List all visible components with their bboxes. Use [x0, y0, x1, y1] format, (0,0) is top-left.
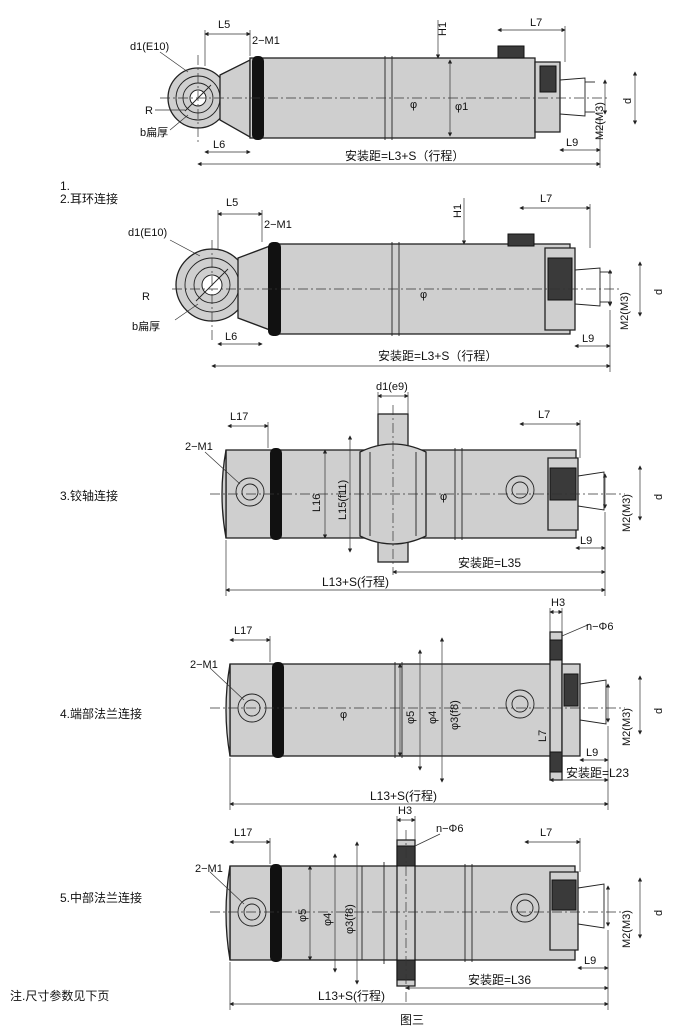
label-install: 安装距=L3+S（行程） — [378, 348, 497, 363]
label-M2: M2(M3) — [621, 708, 633, 746]
label-M2: M2(M3) — [619, 292, 631, 330]
label-total: L13+S(行程) — [318, 988, 385, 1003]
figure-1-ear-ring: L5 2−M1 H1 L7 d1(E10) R b扁厚 L6 φ φ1 L9 M… — [130, 17, 638, 168]
figure-3-trunnion: L17 2−M1 d1(e9) L7 L16 L15(f11) φ L9 M2(… — [185, 381, 665, 596]
label-H1: H1 — [452, 204, 464, 218]
label-L17: L17 — [230, 411, 248, 423]
label-M1: 2−M1 — [195, 863, 223, 875]
caption-1-line1: 1. — [60, 179, 70, 193]
label-install: 安装距=L36 — [468, 972, 531, 987]
label-phi3: φ3(f8) — [344, 904, 356, 934]
label-L7: L7 — [538, 409, 550, 421]
label-L6: L6 — [213, 139, 225, 151]
label-phi: φ — [340, 709, 347, 721]
label-L7: L7 — [537, 730, 549, 742]
label-L9: L9 — [582, 333, 594, 345]
label-L5: L5 — [218, 19, 230, 31]
label-L7: L7 — [540, 827, 552, 839]
label-d1: d1(e9) — [376, 381, 408, 393]
label-phi: φ — [420, 289, 427, 301]
label-L15: L15(f11) — [337, 480, 349, 520]
label-d1: d1(E10) — [130, 41, 169, 53]
label-R: R — [142, 291, 150, 303]
label-phi1: φ1 — [455, 101, 468, 113]
label-b: b扁厚 — [140, 126, 168, 139]
label-d: d — [653, 289, 665, 295]
label-L9: L9 — [586, 747, 598, 759]
label-n: n−Φ6 — [436, 823, 463, 835]
label-total: L13+S(行程) — [322, 574, 389, 589]
caption-1-line2: 2.耳环连接 — [60, 191, 118, 206]
caption-3: 3.铰轴连接 — [60, 488, 118, 503]
label-L9: L9 — [566, 137, 578, 149]
label-L7: L7 — [540, 193, 552, 205]
label-install: 安装距=L23 — [566, 765, 629, 780]
label-L6: L6 — [225, 331, 237, 343]
label-install: 安装距=L3+S（行程） — [345, 148, 464, 163]
label-install: 安装距=L35 — [458, 555, 521, 570]
label-M1: 2−M1 — [252, 35, 280, 47]
label-H3: H3 — [551, 597, 565, 609]
label-L17: L17 — [234, 827, 252, 839]
label-phi: φ — [410, 99, 417, 111]
label-d: d — [622, 98, 634, 104]
label-L7: L7 — [530, 17, 542, 29]
label-phi: φ — [440, 491, 447, 503]
figure-4-end-flange: L17 2−M1 H3 n−Φ6 φ φ5 φ4 φ3(f8) L7 L9 M2… — [190, 597, 665, 810]
label-M2: M2(M3) — [594, 102, 606, 140]
label-L16: L16 — [311, 494, 323, 512]
label-d1: d1(E10) — [128, 227, 167, 239]
figure-2-ear-ring: L5 2−M1 H1 L7 d1(E10) R b扁厚 L6 φ L9 M2(M… — [128, 193, 665, 372]
label-L9: L9 — [584, 955, 596, 967]
label-M1: 2−M1 — [185, 441, 213, 453]
label-phi5: φ5 — [405, 711, 417, 724]
label-M1: 2−M1 — [264, 219, 292, 231]
label-b: b扁厚 — [132, 320, 160, 333]
label-M1: 2−M1 — [190, 659, 218, 671]
label-R: R — [145, 105, 153, 117]
label-n: n−Φ6 — [586, 621, 613, 633]
label-d: d — [653, 910, 665, 916]
label-phi4: φ4 — [427, 711, 439, 724]
footnote: 注.尺寸参数见下页 — [10, 988, 109, 1003]
caption-5: 5.中部法兰连接 — [60, 890, 142, 905]
label-d: d — [653, 494, 665, 500]
label-L5: L5 — [226, 197, 238, 209]
label-M2: M2(M3) — [621, 910, 633, 948]
label-M2: M2(M3) — [621, 494, 633, 532]
figure-caption: 图三 — [400, 1013, 424, 1027]
label-L9: L9 — [580, 535, 592, 547]
caption-4: 4.端部法兰连接 — [60, 706, 142, 721]
label-L17: L17 — [234, 625, 252, 637]
label-total: L13+S(行程) — [370, 788, 437, 803]
label-phi3: φ3(f8) — [449, 700, 461, 730]
label-H1: H1 — [437, 22, 449, 36]
label-phi5: φ5 — [297, 909, 309, 922]
label-H3: H3 — [398, 805, 412, 817]
label-d: d — [653, 708, 665, 714]
figure-5-middle-flange: L17 2−M1 H3 n−Φ6 L7 φ5 φ4 φ3(f8) L9 M2(M… — [195, 805, 665, 1010]
label-phi4: φ4 — [322, 913, 334, 926]
